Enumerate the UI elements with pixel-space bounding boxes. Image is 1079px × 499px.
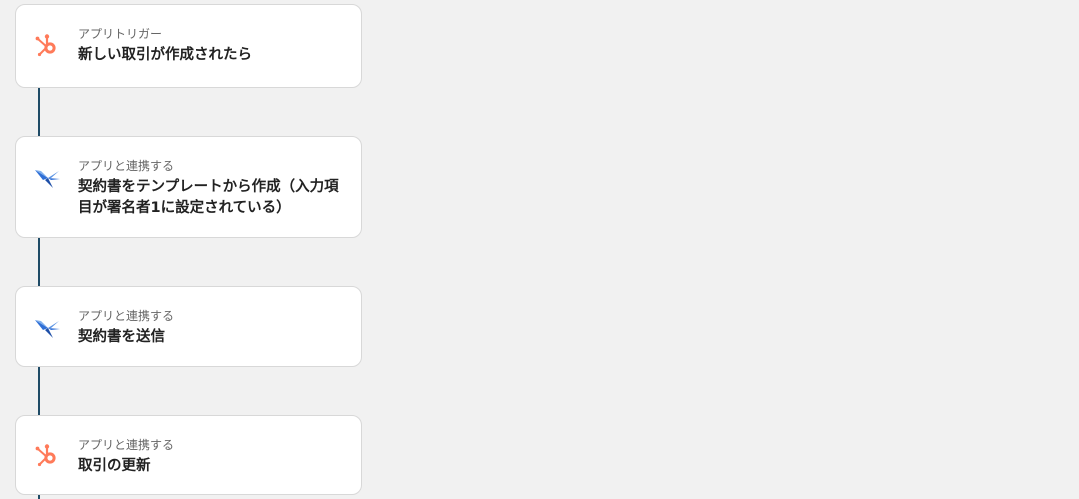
step-category: アプリトリガー — [78, 27, 163, 41]
step-title: 新しい取引が作成されたら — [78, 47, 252, 63]
flow-connector — [38, 237, 40, 287]
hubspot-icon — [33, 441, 61, 469]
cloudsign-icon — [33, 313, 61, 341]
flow-step-send-contract[interactable]: アプリと連携する 契約書を送信 — [15, 286, 362, 367]
hubspot-icon — [33, 31, 61, 59]
flow-step-update-deal[interactable]: アプリと連携する 取引の更新 — [15, 415, 362, 495]
step-title: 取引の更新 — [78, 458, 151, 474]
step-category: アプリと連携する — [78, 438, 175, 452]
cloudsign-icon — [33, 163, 61, 191]
flow-connector — [38, 87, 40, 137]
flow-connector — [38, 366, 40, 416]
step-category: アプリと連携する — [78, 159, 175, 173]
flow-step-trigger[interactable]: アプリトリガー 新しい取引が作成されたら — [15, 4, 362, 88]
step-title: 契約書をテンプレートから作成（入力項目が署名者1に設定されている） — [78, 179, 339, 216]
flow-step-create-contract[interactable]: アプリと連携する 契約書をテンプレートから作成（入力項目が署名者1に設定されてい… — [15, 136, 362, 238]
flow-connector — [38, 494, 40, 499]
step-title: 契約書を送信 — [78, 329, 165, 345]
step-category: アプリと連携する — [78, 309, 175, 323]
